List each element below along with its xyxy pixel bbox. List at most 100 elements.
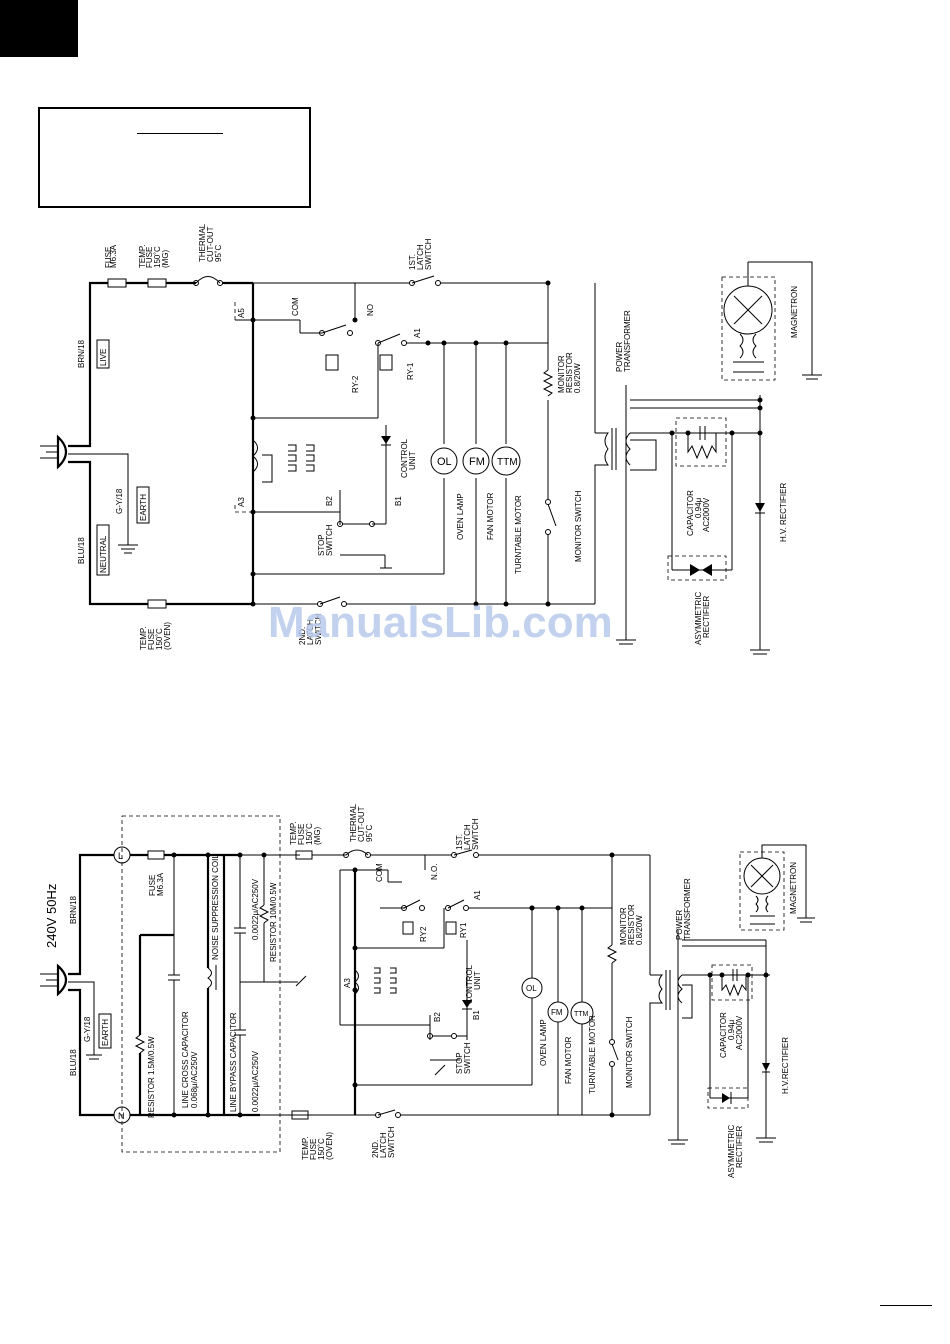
top-temp-fuse-oven-label-2: FUSE: [147, 629, 156, 650]
bottom-latch2-label-3: SWITCH: [387, 1126, 396, 1158]
top-ry1-coil: [379, 354, 393, 371]
top-fuse: [107, 278, 127, 288]
top-power-transformer-label-2: TRANSFORMER: [623, 310, 632, 372]
bottom-magnetron-label: MAGNETRON: [789, 862, 798, 914]
bottom-temp-fuse-oven-label: TEMP.: [301, 1137, 310, 1160]
note-box: [38, 107, 311, 208]
top-temp-fuse-mg-label-4: (MG): [161, 249, 170, 268]
bottom-oven-lamp-label: OVEN LAMP: [539, 1019, 548, 1066]
top-ry2-coil: [325, 354, 339, 371]
top-monitor-resistor-label: MONITOR: [557, 355, 566, 393]
bottom-temp-fuse-mg-label-4: (MG): [313, 826, 322, 845]
top-oven-lamp-symbol: [430, 447, 458, 475]
top-plug-icon: [40, 434, 68, 470]
bottom-hv-rectifier-label: H.V.RECTIFIER: [781, 1037, 790, 1094]
bottom-monitor-resistor-label-3: 0.8/20W: [635, 915, 644, 945]
bottom-n-text: N: [118, 1111, 125, 1121]
top-latch1-label: 1ST.: [408, 254, 417, 270]
bottom-earth-label: EARTH: [101, 1019, 110, 1046]
bottom-cap-top-label: 0.0022μ/AC250V: [251, 878, 260, 940]
top-monitor-resistor-label-3: 0.8/20W: [573, 363, 582, 393]
top-fuse-rating-label: M6.3A: [109, 244, 118, 268]
top-temp-fuse-mg: [147, 278, 167, 288]
bottom-monitor-switch-label: MONITOR SWITCH: [625, 1016, 634, 1088]
top-temp-fuse-oven-label: TEMP.: [139, 627, 148, 650]
bottom-power-transformer-label: POWER: [675, 910, 684, 940]
bottom-a1-label: A1: [473, 890, 482, 900]
bottom-schematic: L N: [40, 803, 815, 1178]
top-latch1-switch: [409, 275, 441, 286]
bottom-plug-icon: [40, 963, 68, 997]
top-a1-label: A1: [413, 328, 422, 338]
top-thermal-label-2: CUT-OUT: [206, 226, 215, 262]
top-earth-symbol: [118, 544, 138, 554]
top-a3-label: A3: [237, 497, 246, 507]
top-fan-motor-label: FAN MOTOR: [486, 492, 495, 540]
bottom-line-cross-label-2: 0.068μ/AC250V: [190, 1051, 199, 1108]
bottom-temp-fuse-oven: [291, 1110, 309, 1120]
top-power-transformer-label: POWER: [615, 342, 624, 372]
bottom-latch2-label: 2ND.: [371, 1140, 380, 1158]
top-fm-text: FM: [469, 456, 485, 468]
bottom-fan-motor-symbol: [547, 1001, 569, 1023]
top-earth-box: [136, 486, 150, 524]
top-temp-fuse-mg-label: TEMP.: [138, 245, 147, 268]
top-com-label: COM: [291, 297, 300, 316]
top-ry2-label: RY-2: [351, 375, 360, 393]
bottom-line-cross-label: LINE CROSS CAPACITOR: [181, 1011, 190, 1108]
bottom-fuse-label: FUSE: [148, 875, 157, 896]
top-oven-lamp-label: OVEN LAMP: [456, 493, 465, 540]
bottom-thermal-label-3: 95˚C: [365, 824, 374, 842]
top-blu-label: BLU/18: [77, 537, 86, 564]
bottom-latch2-label-2: LATCH: [379, 1132, 388, 1158]
bottom-control-unit-label: CONTROL: [465, 964, 474, 1004]
bottom-ry2-label: RY2: [419, 926, 428, 942]
bottom-ttm-text: TTM: [574, 1011, 589, 1018]
top-latch1-label-2: LATCH: [416, 244, 425, 270]
bottom-thermal-label: THERMAL: [349, 803, 358, 842]
bottom-line-bypass-label: LINE BYPASS CAPACITOR: [229, 1012, 238, 1112]
top-monitor-resistor-label-2: RESISTOR: [565, 352, 574, 393]
top-temp-fuse-oven: [147, 599, 167, 609]
top-thermal-label: THERMAL: [198, 223, 207, 262]
page-number-rule: [880, 1305, 932, 1306]
top-neutral-label: NEUTRAL: [99, 535, 108, 573]
top-latch2-label-2: LATCH: [306, 619, 315, 645]
top-thermal-label-3: 95˚C: [214, 244, 223, 262]
top-stop-switch-label: STOP: [317, 534, 326, 556]
bottom-blu-label: BLU/18: [69, 1049, 78, 1076]
bottom-ry2-coil: [402, 921, 414, 935]
top-thermal-cutout: [195, 276, 221, 284]
watermark: ManualsLib.com: [268, 598, 613, 647]
top-neutral-box: [96, 524, 110, 576]
bottom-supply-label: 240V 50Hz: [44, 884, 59, 948]
top-schematic: FUSE M6.3A TEMP. FUSE 150˚C (MG) THERMAL…: [40, 223, 822, 655]
top-temp-fuse-oven-label-4: (OVEN): [163, 622, 172, 650]
bottom-fan-motor-label: FAN MOTOR: [564, 1036, 573, 1084]
bottom-gy-label: G-Y/18: [83, 1016, 92, 1042]
bottom-ol-text: OL: [526, 984, 537, 993]
bottom-temp-fuse-oven-label-2: FUSE: [309, 1139, 318, 1160]
top-control-unit-label-2: UNIT: [408, 451, 417, 470]
bottom-asym-label-2: RECTIFIER: [735, 1126, 744, 1168]
bottom-capacitor-label: CAPACITOR: [719, 1012, 728, 1058]
bottom-capacitor-label-3: AC2000V: [735, 1015, 744, 1050]
top-temp-fuse-mg-label-3: 150˚C: [153, 246, 162, 268]
top-temp-fuse-mg-label-2: FUSE: [145, 247, 154, 268]
bottom-temp-fuse-oven-label-4: (OVEN): [325, 1132, 334, 1160]
top-a5-label: A5: [237, 308, 246, 318]
bottom-latch1-label-3: SWITCH: [471, 818, 480, 850]
bottom-noise-coil-label: NOISE SUPPRESSION COIL: [211, 854, 220, 960]
bottom-fuse: [147, 850, 165, 860]
top-b1-label: B1: [394, 496, 403, 506]
top-fuse-label: FUSE: [104, 247, 113, 268]
bottom-no-label: N.O.: [430, 864, 439, 880]
top-latch2-label: 2ND.: [298, 627, 307, 645]
top-latch1-label-3: SWITCH: [424, 238, 433, 270]
bottom-resistor10-label: RESISTOR 10M/0.5W: [269, 882, 278, 962]
top-ry1-label: RY-1: [406, 362, 415, 380]
bottom-control-unit-label-2: UNIT: [473, 971, 482, 990]
bottom-turntable-motor-symbol: [570, 1001, 594, 1025]
top-turntable-label: TURNTABLE MOTOR: [514, 495, 523, 574]
